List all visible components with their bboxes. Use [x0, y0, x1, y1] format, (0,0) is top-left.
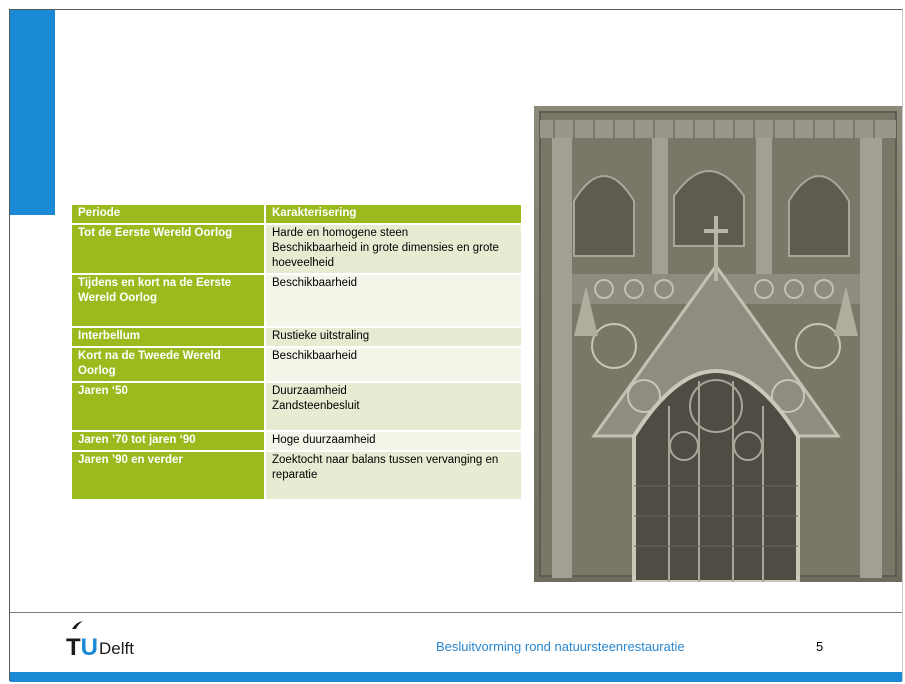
period-cell: Interbellum	[72, 328, 266, 346]
table-row: Interbellum Rustieke uitstraling	[72, 328, 521, 346]
header-periode: Periode	[72, 205, 266, 223]
cathedral-photo	[534, 106, 902, 582]
table-row: Jaren ’70 tot jaren ‘90 Hoge duurzaamhei…	[72, 432, 521, 450]
bottom-accent-bar	[10, 672, 902, 682]
description-line: Hoge duurzaamheid	[272, 434, 376, 446]
period-cell: Tot de Eerste Wereld Oorlog	[72, 225, 266, 273]
table-row: Tot de Eerste Wereld Oorlog Harde en hom…	[72, 225, 521, 273]
page-number: 5	[816, 639, 824, 654]
period-cell: Tijdens en kort na de Eerste Wereld Oorl…	[72, 275, 266, 326]
footer-title: Besluitvorming rond natuursteenrestaurat…	[436, 639, 685, 654]
logo-word-delft: Delft	[99, 639, 134, 658]
table-header-row: Periode Karakterisering	[72, 205, 521, 223]
logo-letter-u: U	[80, 634, 99, 661]
description-cell: Hoge duurzaamheid	[266, 432, 521, 450]
period-cell: Kort na de Tweede Wereld Oorlog	[72, 348, 266, 381]
logo-letter-t: T	[66, 634, 81, 661]
description-line: Beschikbaarheid	[272, 277, 358, 289]
description-cell: Zoektocht naar balans tussen vervanging …	[266, 452, 521, 499]
period-cell: Jaren ’70 tot jaren ‘90	[72, 432, 266, 450]
period-cell: Jaren ’90 en verder	[72, 452, 266, 499]
description-line: Duurzaamheid	[272, 385, 347, 397]
description-line: Zandsteenbesluit	[272, 400, 360, 412]
flame-icon	[72, 621, 83, 629]
footer-divider	[10, 612, 902, 613]
header-karakterisering: Karakterisering	[266, 205, 521, 223]
description-cell: Beschikbaarheid	[266, 275, 521, 326]
table-row: Jaren ’90 en verder Zoektocht naar balan…	[72, 452, 521, 499]
accent-bar	[10, 10, 55, 215]
description-line: Beschikbaarheid in grote dimensies en gr…	[272, 242, 499, 269]
description-line: Rustieke uitstraling	[272, 330, 370, 342]
table-row: Jaren ‘50 Duurzaamheid Zandsteenbesluit	[72, 383, 521, 430]
slide: Periode Karakterisering Tot de Eerste We…	[9, 9, 903, 682]
description-cell: Beschikbaarheid	[266, 348, 521, 381]
periods-table: Periode Karakterisering Tot de Eerste We…	[72, 203, 521, 501]
description-cell: Harde en homogene steen Beschikbaarheid …	[266, 225, 521, 273]
table-row: Kort na de Tweede Wereld Oorlog Beschikb…	[72, 348, 521, 381]
description-cell: Duurzaamheid Zandsteenbesluit	[266, 383, 521, 430]
period-cell: Jaren ‘50	[72, 383, 266, 430]
description-line: Beschikbaarheid	[272, 350, 358, 362]
description-line: Harde en homogene steen	[272, 227, 409, 239]
tu-delft-logo: T U Delft	[66, 621, 134, 661]
description-line: Zoektocht naar balans tussen vervanging …	[272, 454, 499, 481]
table-row: Tijdens en kort na de Eerste Wereld Oorl…	[72, 275, 521, 326]
description-cell: Rustieke uitstraling	[266, 328, 521, 346]
